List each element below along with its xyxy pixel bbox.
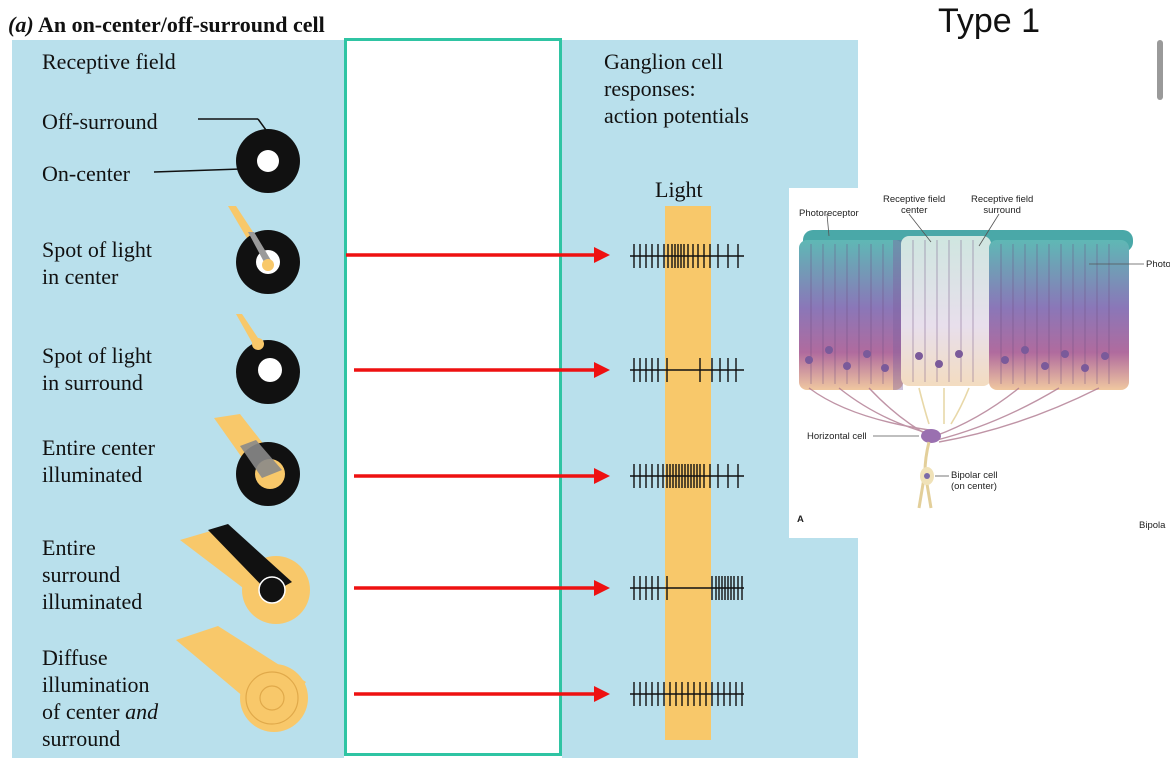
red-arrow-icon bbox=[354, 468, 610, 484]
photoreceptor-columns-left bbox=[799, 240, 903, 390]
ganglion-title-line-2: responses: bbox=[604, 76, 696, 101]
condition-1-line-2: in center bbox=[42, 264, 119, 289]
type-label: Type 1 bbox=[938, 2, 1041, 40]
spike-train-icon bbox=[630, 358, 744, 382]
light-label: Light bbox=[655, 177, 703, 202]
condition-5-line-1: Diffuse bbox=[42, 645, 108, 670]
panel-letter: A bbox=[797, 514, 804, 525]
photoreceptor-label: Photoreceptor bbox=[799, 208, 859, 219]
condition-2-line-1: Spot of light bbox=[42, 343, 153, 368]
rf-surround-line-1: Receptive field bbox=[971, 194, 1034, 205]
ganglion-title-line-1: Ganglion cell bbox=[604, 49, 724, 74]
receptive-field-title: Receptive field bbox=[42, 49, 176, 74]
condition-5-italic-word: and bbox=[125, 699, 159, 724]
horizontal-cell-body bbox=[921, 429, 941, 443]
ganglion-title-line-3: action potentials bbox=[604, 103, 749, 128]
condition-3-line-2: illuminated bbox=[42, 462, 143, 487]
figure-letter: (a) bbox=[8, 12, 34, 37]
rf-center-line-1: Receptive field bbox=[883, 194, 946, 205]
ganglion-response-title: Ganglion cell responses: action potentia… bbox=[604, 48, 749, 129]
vertical-scrollbar[interactable] bbox=[1157, 40, 1163, 100]
horizontal-cell-label: Horizontal cell bbox=[807, 431, 867, 442]
red-arrow-icon bbox=[346, 247, 610, 263]
condition-5-line-2: illumination bbox=[42, 672, 150, 697]
rf-surround-line-2: surround bbox=[983, 205, 1021, 216]
condition-5-label: Diffuse illumination of center and surro… bbox=[42, 644, 158, 752]
condition-4-line-3: illuminated bbox=[42, 589, 143, 614]
bipolar-line-1: Bipolar cell bbox=[951, 470, 998, 481]
condition-5-line-3: of center and bbox=[42, 698, 158, 725]
condition-1-line-1: Spot of light bbox=[42, 237, 153, 262]
retina-illustration bbox=[799, 213, 1144, 509]
red-arrow-icon bbox=[354, 362, 610, 378]
photor-cut-label: Photor bbox=[1146, 259, 1170, 270]
blank-answer-box[interactable] bbox=[344, 38, 562, 756]
condition-2-line-2: in surround bbox=[42, 370, 143, 395]
off-surround-label: Off-surround bbox=[42, 109, 158, 134]
condition-2-label: Spot of light in surround bbox=[42, 342, 152, 396]
rf-center-label: Receptive field center bbox=[883, 194, 945, 216]
condition-5-line-3-text: of center bbox=[42, 699, 126, 724]
red-arrow-icon bbox=[354, 580, 610, 596]
bipolar-cell-label: Bipolar cell (on center) bbox=[951, 470, 997, 492]
receptive-field-icon bbox=[153, 118, 300, 193]
red-arrow-icon bbox=[354, 686, 610, 702]
spike-train-icon bbox=[630, 682, 744, 706]
condition-4-line-2: surround bbox=[42, 562, 121, 587]
rf-surround-label: Receptive field surround bbox=[971, 194, 1033, 216]
figure-heading: (a) An on-center/off-surround cell bbox=[8, 12, 325, 38]
light-beam-icon bbox=[180, 524, 310, 624]
receptive-field-icon bbox=[236, 338, 300, 404]
retina-inset-figure: Photoreceptor Receptive field center Rec… bbox=[789, 188, 1170, 538]
condition-4-label: Entire surround illuminated bbox=[42, 534, 142, 615]
photoreceptor-columns-center bbox=[901, 236, 991, 386]
condition-5-line-4: surround bbox=[42, 726, 121, 751]
condition-4-line-1: Entire bbox=[42, 535, 96, 560]
condition-3-line-1: Entire center bbox=[42, 435, 155, 460]
receptive-field-icon bbox=[236, 230, 300, 294]
figure-title: An on-center/off-surround cell bbox=[37, 12, 325, 37]
spike-train-icon bbox=[630, 244, 744, 268]
bipola-cut-label: Bipola bbox=[1139, 520, 1166, 531]
condition-1-label: Spot of light in center bbox=[42, 236, 152, 290]
photoreceptor-columns-right bbox=[989, 240, 1129, 390]
rf-center-line-2: center bbox=[900, 205, 928, 216]
light-beam-icon bbox=[176, 626, 308, 732]
light-beam-icon bbox=[236, 314, 262, 346]
condition-3-label: Entire center illuminated bbox=[42, 434, 155, 488]
receptive-field-icon bbox=[236, 440, 300, 506]
bipolar-line-2: (on center) bbox=[951, 481, 997, 492]
on-center-label: On-center bbox=[42, 161, 130, 186]
spike-train-icon bbox=[630, 464, 744, 488]
spike-train-icon bbox=[630, 576, 744, 600]
